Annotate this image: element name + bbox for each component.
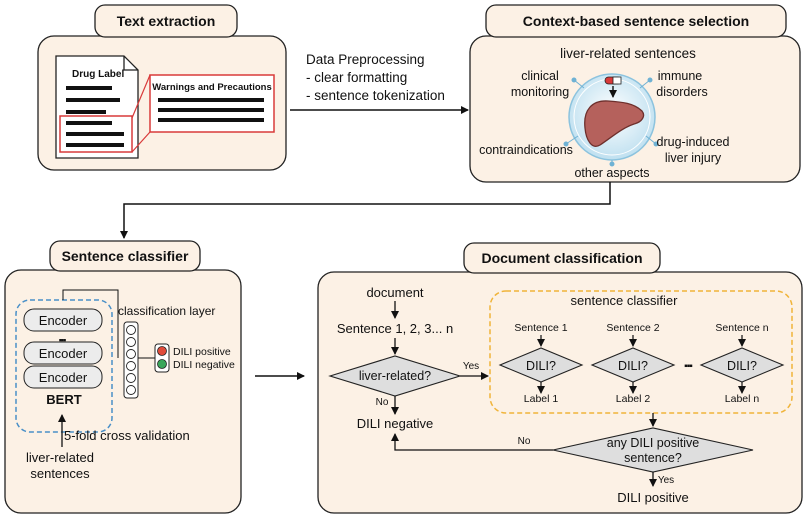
dili-decision-1 [498, 347, 584, 383]
dili-decision-n [699, 347, 785, 383]
liver-related-question: liver-related? [359, 369, 431, 383]
no-label: No [376, 397, 389, 408]
input-label-2: sentences [30, 466, 90, 481]
panel-title: Document classification [481, 250, 642, 266]
document-title: Drug Label [72, 69, 124, 80]
yes-label-2: Yes [658, 475, 674, 486]
classification-layer-label: classification layer [118, 304, 215, 318]
sentence-classifier-title: sentence classifier [571, 293, 679, 308]
sentence-n-label: Sentence n [715, 322, 768, 334]
panel-title: Sentence classifier [62, 248, 189, 264]
document-label: document [366, 285, 423, 300]
dili-decision-2 [590, 347, 676, 383]
encoder-label: Encoder [39, 313, 88, 328]
aspect-other: other aspects [574, 166, 649, 180]
context-selection-panel: Context-based sentence selection liver-r… [469, 4, 801, 183]
bert-label: BERT [46, 392, 81, 407]
aspect-drug-induced-liver-injury: drug-induced [657, 135, 730, 149]
preprocessing-step: Data Preprocessing - clear formatting - … [290, 52, 469, 114]
sentence-1-label: Sentence 1 [514, 322, 567, 334]
aspect-connectors [563, 77, 659, 167]
dili-question: DILI? [727, 359, 757, 373]
yes-label: Yes [463, 361, 479, 372]
warnings-section-box: Warnings and Precautions [149, 74, 275, 133]
drug-label-document-icon: Drug Label [55, 55, 139, 159]
input-label: liver-related [26, 450, 94, 465]
cross-validation-label: 5-fold cross validation [64, 428, 190, 443]
sentences-label: Sentence 1, 2, 3... n [337, 321, 453, 336]
liver-sentences-label: liver-related sentences [560, 46, 696, 61]
text-extraction-panel: Text extraction Drug Label Warnings and … [37, 4, 287, 171]
dili-question: DILI? [618, 359, 648, 373]
label-2: Label 2 [616, 393, 651, 405]
dili-question: DILI? [526, 359, 556, 373]
column-ellipsis: ▪▪▪ [684, 361, 693, 372]
aspect-clinical-monitoring: clinical [521, 69, 559, 83]
label-1: Label 1 [524, 393, 559, 405]
aspect-clinical-monitoring-2: monitoring [511, 85, 569, 99]
any-dili-positive-decision [552, 427, 754, 473]
encoder-label: Encoder [39, 370, 88, 385]
sentence-2-label: Sentence 2 [606, 322, 659, 334]
sentence-classifier-panel: Sentence classifier Encoder ▪▪▪ Encoder … [4, 240, 242, 514]
no-label-2: No [518, 436, 531, 447]
any-dili-question-2: sentence? [624, 451, 682, 465]
document-classification-panel: Document classification document Sentenc… [317, 242, 803, 514]
panel-title: Text extraction [117, 13, 216, 29]
dili-negative-light [157, 359, 167, 369]
preprocessing-step-2: - sentence tokenization [306, 88, 445, 103]
flow-arrow [120, 182, 611, 239]
panel-title: Context-based sentence selection [523, 13, 749, 29]
encoder-label: Encoder [39, 346, 88, 361]
dili-negative-result: DILI negative [357, 416, 434, 431]
highlight-box [59, 115, 133, 153]
liver-globe-icon [568, 73, 656, 161]
aspect-immune-disorders-2: disorders [656, 85, 707, 99]
aspect-immune-disorders: immune [658, 69, 703, 83]
dili-negative-label: DILI negative [173, 359, 235, 371]
dili-positive-label: DILI positive [173, 346, 231, 358]
dili-positive-result: DILI positive [617, 490, 689, 505]
dili-positive-light [157, 346, 167, 356]
sentence-classifier-box [489, 290, 793, 414]
bert-box [15, 299, 113, 433]
any-dili-question: any DILI positive [607, 436, 699, 450]
aspect-contraindications: contraindications [479, 143, 573, 157]
label-n: Label n [725, 393, 760, 405]
preprocessing-title: Data Preprocessing [306, 52, 425, 67]
section-title: Warnings and Precautions [152, 82, 271, 93]
aspect-drug-induced-liver-injury-2: liver injury [665, 151, 722, 165]
preprocessing-step-1: - clear formatting [306, 70, 407, 85]
encoder-ellipsis: ▪▪▪ [59, 335, 66, 345]
